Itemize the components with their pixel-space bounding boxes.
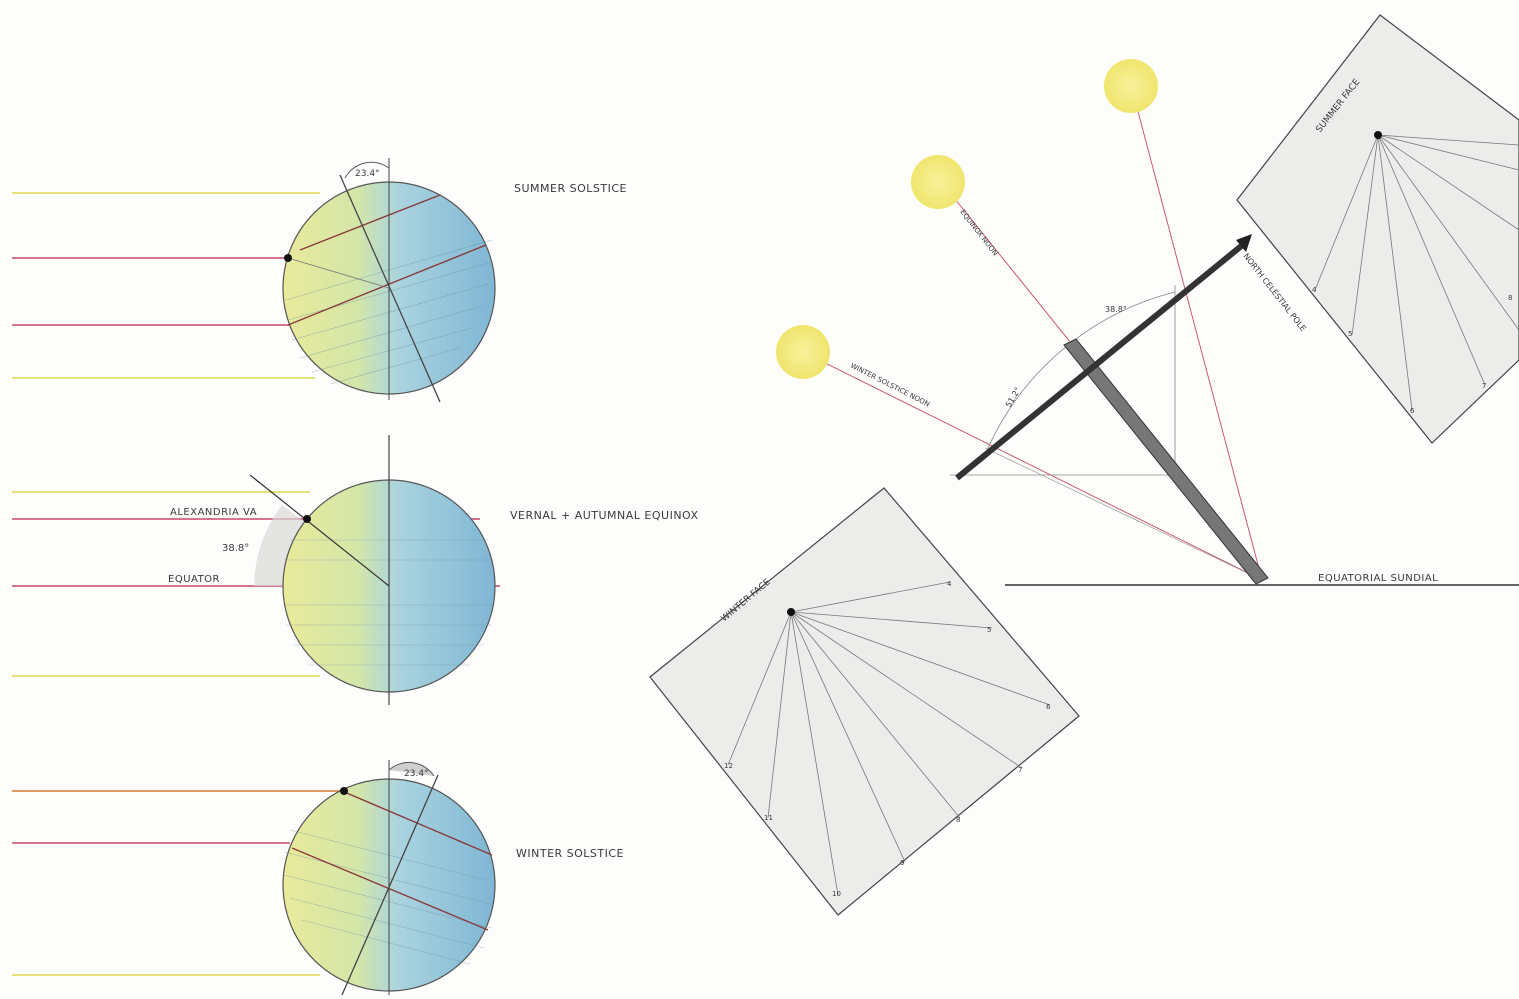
hour-label: 4 xyxy=(947,580,952,588)
location-dot xyxy=(303,515,311,523)
sun-ray-winter xyxy=(802,351,1263,581)
winter-sun-label: WINTER SOLSTICE NOON xyxy=(849,362,931,409)
equinox-sun-label: EQUINOX NOON xyxy=(958,208,999,257)
summer-solstice-label: SUMMER SOLSTICE xyxy=(514,182,627,195)
latitude-radius xyxy=(249,474,390,587)
hour-label: 8 xyxy=(956,816,960,824)
angle-arc xyxy=(344,161,390,179)
equator-line xyxy=(287,244,487,326)
hour-label: 9 xyxy=(900,859,904,867)
winter-solstice-diagram: 23.4° WINTER SOLSTICE xyxy=(12,760,624,996)
angle-arc xyxy=(984,291,1176,456)
hour-label: 7 xyxy=(1482,382,1486,390)
sun-winter xyxy=(776,325,830,379)
winter-solstice-label: WINTER SOLSTICE xyxy=(516,847,624,860)
sundial-label: EQUATORIAL SUNDIAL xyxy=(1318,573,1438,584)
globe-hatching xyxy=(285,239,493,385)
sun-equinox xyxy=(911,155,965,209)
summer-solstice-diagram: 23.4° SUMMER SOLSTICE xyxy=(12,158,627,403)
hour-label: 7 xyxy=(1018,766,1022,774)
angle-arc xyxy=(388,761,435,777)
gnomon xyxy=(955,240,1247,481)
dial-plate xyxy=(1063,338,1269,585)
winter-angle-label: 23.4° xyxy=(404,769,429,779)
hour-label: 8 xyxy=(1508,294,1512,302)
hour-label: 5 xyxy=(987,626,991,634)
hour-label: 4 xyxy=(1312,286,1317,294)
location-dot xyxy=(340,787,348,795)
hour-label: 6 xyxy=(1410,407,1415,415)
hour-label: 5 xyxy=(1348,330,1352,338)
hour-label: 10 xyxy=(832,890,841,898)
summer-hour-lines xyxy=(1314,134,1519,411)
angle-top-label: 38.8° xyxy=(1105,305,1127,314)
equator-line xyxy=(291,847,489,931)
sun-summer xyxy=(1104,59,1158,113)
gnomon-arrow xyxy=(1236,234,1252,252)
gnomon-point xyxy=(787,608,795,616)
earth-axis xyxy=(341,774,439,996)
winter-face: WINTER FACE 4 5 6 7 8 9 10 11 12 xyxy=(649,487,1080,916)
summer-angle-label: 23.4° xyxy=(355,169,380,179)
location-dot xyxy=(284,254,292,262)
location-label: ALEXANDRIA VA xyxy=(170,507,257,518)
latitude-line xyxy=(287,257,390,289)
equator-label: EQUATOR xyxy=(168,574,220,585)
hour-label: 6 xyxy=(1046,703,1051,711)
gnomon-point xyxy=(1374,131,1382,139)
equinox-label: VERNAL + AUTUMNAL EQUINOX xyxy=(510,509,699,522)
hour-label: 11 xyxy=(764,814,773,822)
construction-line xyxy=(984,447,1263,581)
summer-face-plate xyxy=(1236,14,1519,444)
hour-label: 12 xyxy=(724,762,733,770)
sundial-elevation: EQUATORIAL SUNDIAL WINTER SOLSTICE NOON … xyxy=(776,59,1519,586)
angle-bottom-label: 51.2° xyxy=(1004,386,1023,409)
latitude-angle-label: 38.8° xyxy=(222,543,249,554)
winter-hour-lines xyxy=(727,581,1051,896)
summer-face: SUMMER FACE 4 5 6 7 8 xyxy=(1236,14,1519,444)
sun-ray-summer xyxy=(1130,84,1263,581)
tropic-line xyxy=(299,194,441,251)
earth-axis xyxy=(339,174,441,403)
equinox-diagram: ALEXANDRIA VA 38.8° EQUATOR VERNAL + AUT… xyxy=(12,435,699,705)
